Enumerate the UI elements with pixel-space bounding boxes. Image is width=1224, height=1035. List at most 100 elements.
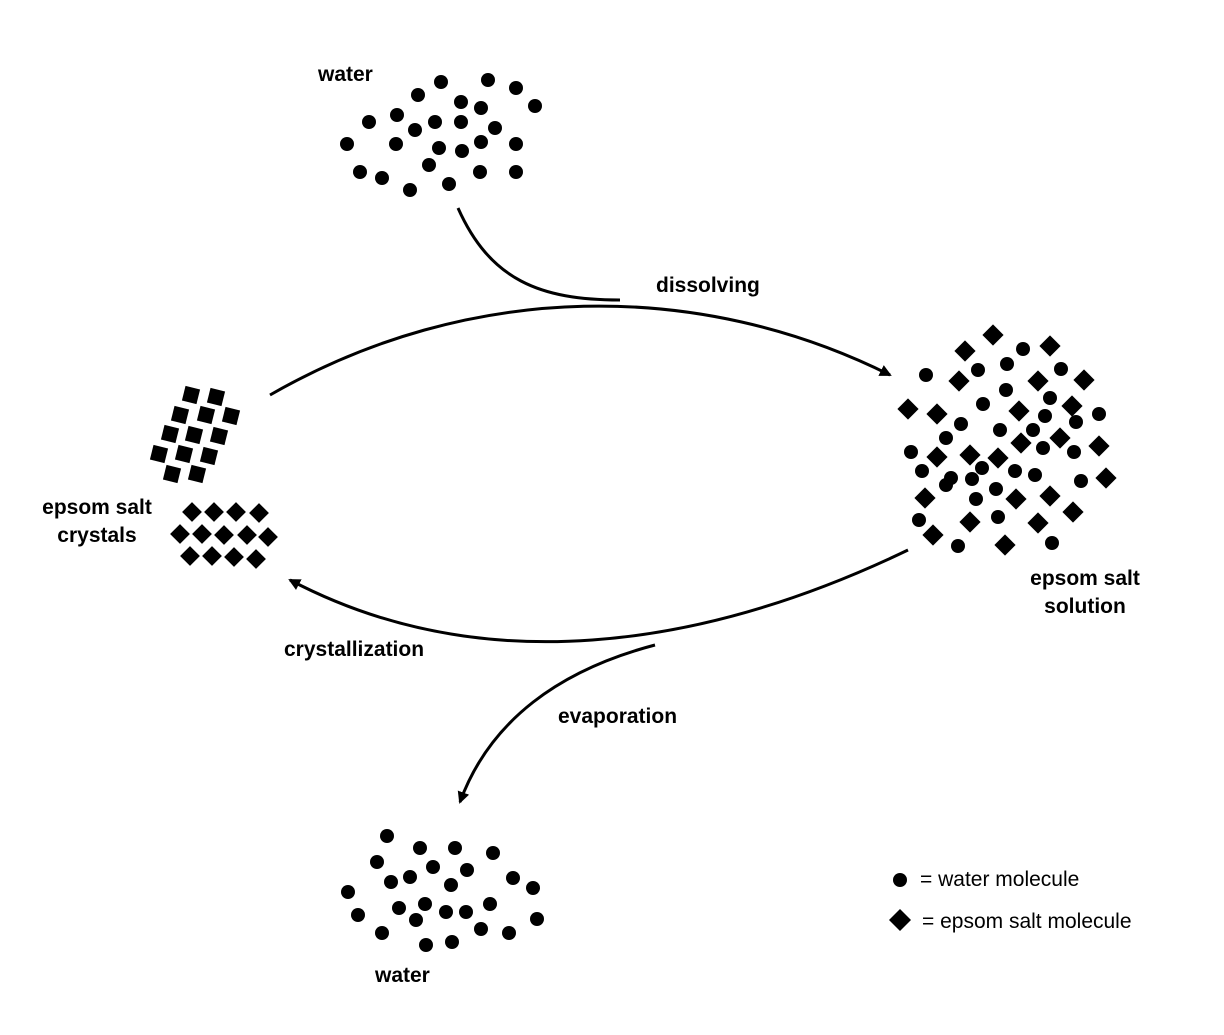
evaporation-label: evaporation: [558, 705, 677, 728]
water-molecule-icon: [375, 171, 389, 185]
water-molecule-icon: [448, 841, 462, 855]
epsom-salt-molecule-icon: [199, 446, 219, 466]
epsom-salt-molecule-icon: [1073, 369, 1095, 391]
epsom-salt-molecule-icon: [1039, 335, 1061, 357]
water-molecule-icon: [488, 121, 502, 135]
water-molecule-icon: [939, 478, 953, 492]
water-molecule-icon: [530, 912, 544, 926]
solution-label-line2: solution: [1044, 595, 1126, 618]
water-molecule-icon: [454, 95, 468, 109]
water-molecule-icon: [954, 417, 968, 431]
epsom-salt-molecule-icon: [246, 549, 266, 569]
water-molecule-icon: [999, 383, 1013, 397]
water-molecule-icon: [483, 897, 497, 911]
water-molecule-icon: [919, 368, 933, 382]
epsom-salt-molecule-icon: [994, 534, 1016, 556]
water-bottom-cluster: [341, 829, 544, 952]
epsom-salt-molecule-icon: [181, 385, 201, 405]
water-molecule-icon: [426, 860, 440, 874]
water-molecule-icon: [445, 935, 459, 949]
water-molecule-icon: [965, 472, 979, 486]
epsom-salt-molecule-icon: [1088, 435, 1110, 457]
epsom-salt-molecule-icon: [170, 405, 190, 425]
epsom-salt-molecule-icon: [954, 340, 976, 362]
water-top-cluster: [340, 73, 542, 197]
water-molecule-icon: [455, 144, 469, 158]
water-top-label: water: [317, 63, 373, 86]
epsom-salt-molecule-icon: [914, 487, 936, 509]
epsom-salt-molecule-icon: [182, 502, 202, 522]
water-molecule-icon: [362, 115, 376, 129]
water-molecule-icon: [1000, 357, 1014, 371]
epsom-salt-molecule-icon: [226, 502, 246, 522]
epsom-salt-molecule-icon: [249, 503, 269, 523]
epsom-salt-molecule-icon: [224, 547, 244, 567]
epsom-salt-molecule-icon: [204, 502, 224, 522]
crystals-label-line1: epsom salt: [42, 496, 152, 519]
dissolving-arrow: [269, 304, 892, 397]
epsom-salt-molecule-icon: [196, 405, 216, 425]
water-molecule-icon: [340, 137, 354, 151]
water-molecule-icon: [509, 81, 523, 95]
dissolving-label: dissolving: [656, 274, 760, 297]
epsom-salt-molecule-icon: [258, 527, 278, 547]
water-molecule-icon: [1028, 468, 1042, 482]
water-molecule-icon: [370, 855, 384, 869]
epsom-salt-crystals-cluster: [149, 385, 278, 569]
epsom-salt-molecule-icon: [982, 324, 1004, 346]
epsom-salt-molecule-icon: [1095, 467, 1117, 489]
water-molecule-icon: [976, 397, 990, 411]
water-molecule-icon: [413, 841, 427, 855]
epsom-salt-molecule-icon: [948, 370, 970, 392]
epsom-salt-molecule-icon: [1061, 395, 1083, 417]
epsom-salt-solution-cluster: [897, 324, 1117, 556]
water-molecule-icon: [389, 137, 403, 151]
water-molecule-icon: [375, 926, 389, 940]
epsom-salt-molecule-icon: [959, 444, 981, 466]
epsom-salt-molecule-icon: [162, 464, 182, 484]
water-molecule-icon: [411, 88, 425, 102]
water-molecule-icon: [912, 513, 926, 527]
epsom-salt-molecule-icon: [1010, 432, 1032, 454]
epsom-salt-molecule-icon: [897, 398, 919, 420]
epsom-salt-molecule-icon: [192, 524, 212, 544]
water-molecule-icon: [1016, 342, 1030, 356]
water-molecule-icon: [341, 885, 355, 899]
water-molecule-icon: [403, 870, 417, 884]
water-in-arrow: [456, 207, 621, 302]
water-molecule-icon: [481, 73, 495, 87]
water-molecule-icon: [473, 165, 487, 179]
epsom-salt-molecule-icon: [922, 524, 944, 546]
water-molecule-icon: [353, 165, 367, 179]
epsom-salt-molecule-icon: [987, 447, 1009, 469]
water-molecule-icon: [969, 492, 983, 506]
water-molecule-icon: [474, 101, 488, 115]
water-molecule-icon: [526, 881, 540, 895]
epsom-salt-molecule-icon: [1008, 400, 1030, 422]
water-molecule-icon: [1069, 415, 1083, 429]
epsom-salt-molecule-icon: [959, 511, 981, 533]
water-molecule-icon: [939, 431, 953, 445]
water-molecule-icon: [991, 510, 1005, 524]
water-molecule-icon: [1038, 409, 1052, 423]
water-molecule-icon: [454, 115, 468, 129]
water-molecule-icon: [975, 461, 989, 475]
legend-salt-label: = epsom salt molecule: [922, 910, 1132, 933]
water-molecule-icon: [434, 75, 448, 89]
epsom-salt-molecule-icon: [237, 525, 257, 545]
epsom-salt-molecule-icon: [206, 387, 226, 407]
solution-label-line1: epsom salt: [1030, 567, 1140, 590]
water-molecule-icon: [1092, 407, 1106, 421]
epsom-salt-molecule-icon: [202, 546, 222, 566]
water-molecule-icon: [1074, 474, 1088, 488]
epsom-salt-molecule-icon: [209, 426, 229, 446]
water-molecule-icon: [418, 897, 432, 911]
epsom-salt-molecule-icon: [926, 403, 948, 425]
water-molecule-icon: [951, 539, 965, 553]
water-molecule-icon: [422, 158, 436, 172]
water-molecule-icon: [993, 423, 1007, 437]
epsom-salt-molecule-icon: [1027, 370, 1049, 392]
epsom-salt-molecule-icon: [1049, 427, 1071, 449]
